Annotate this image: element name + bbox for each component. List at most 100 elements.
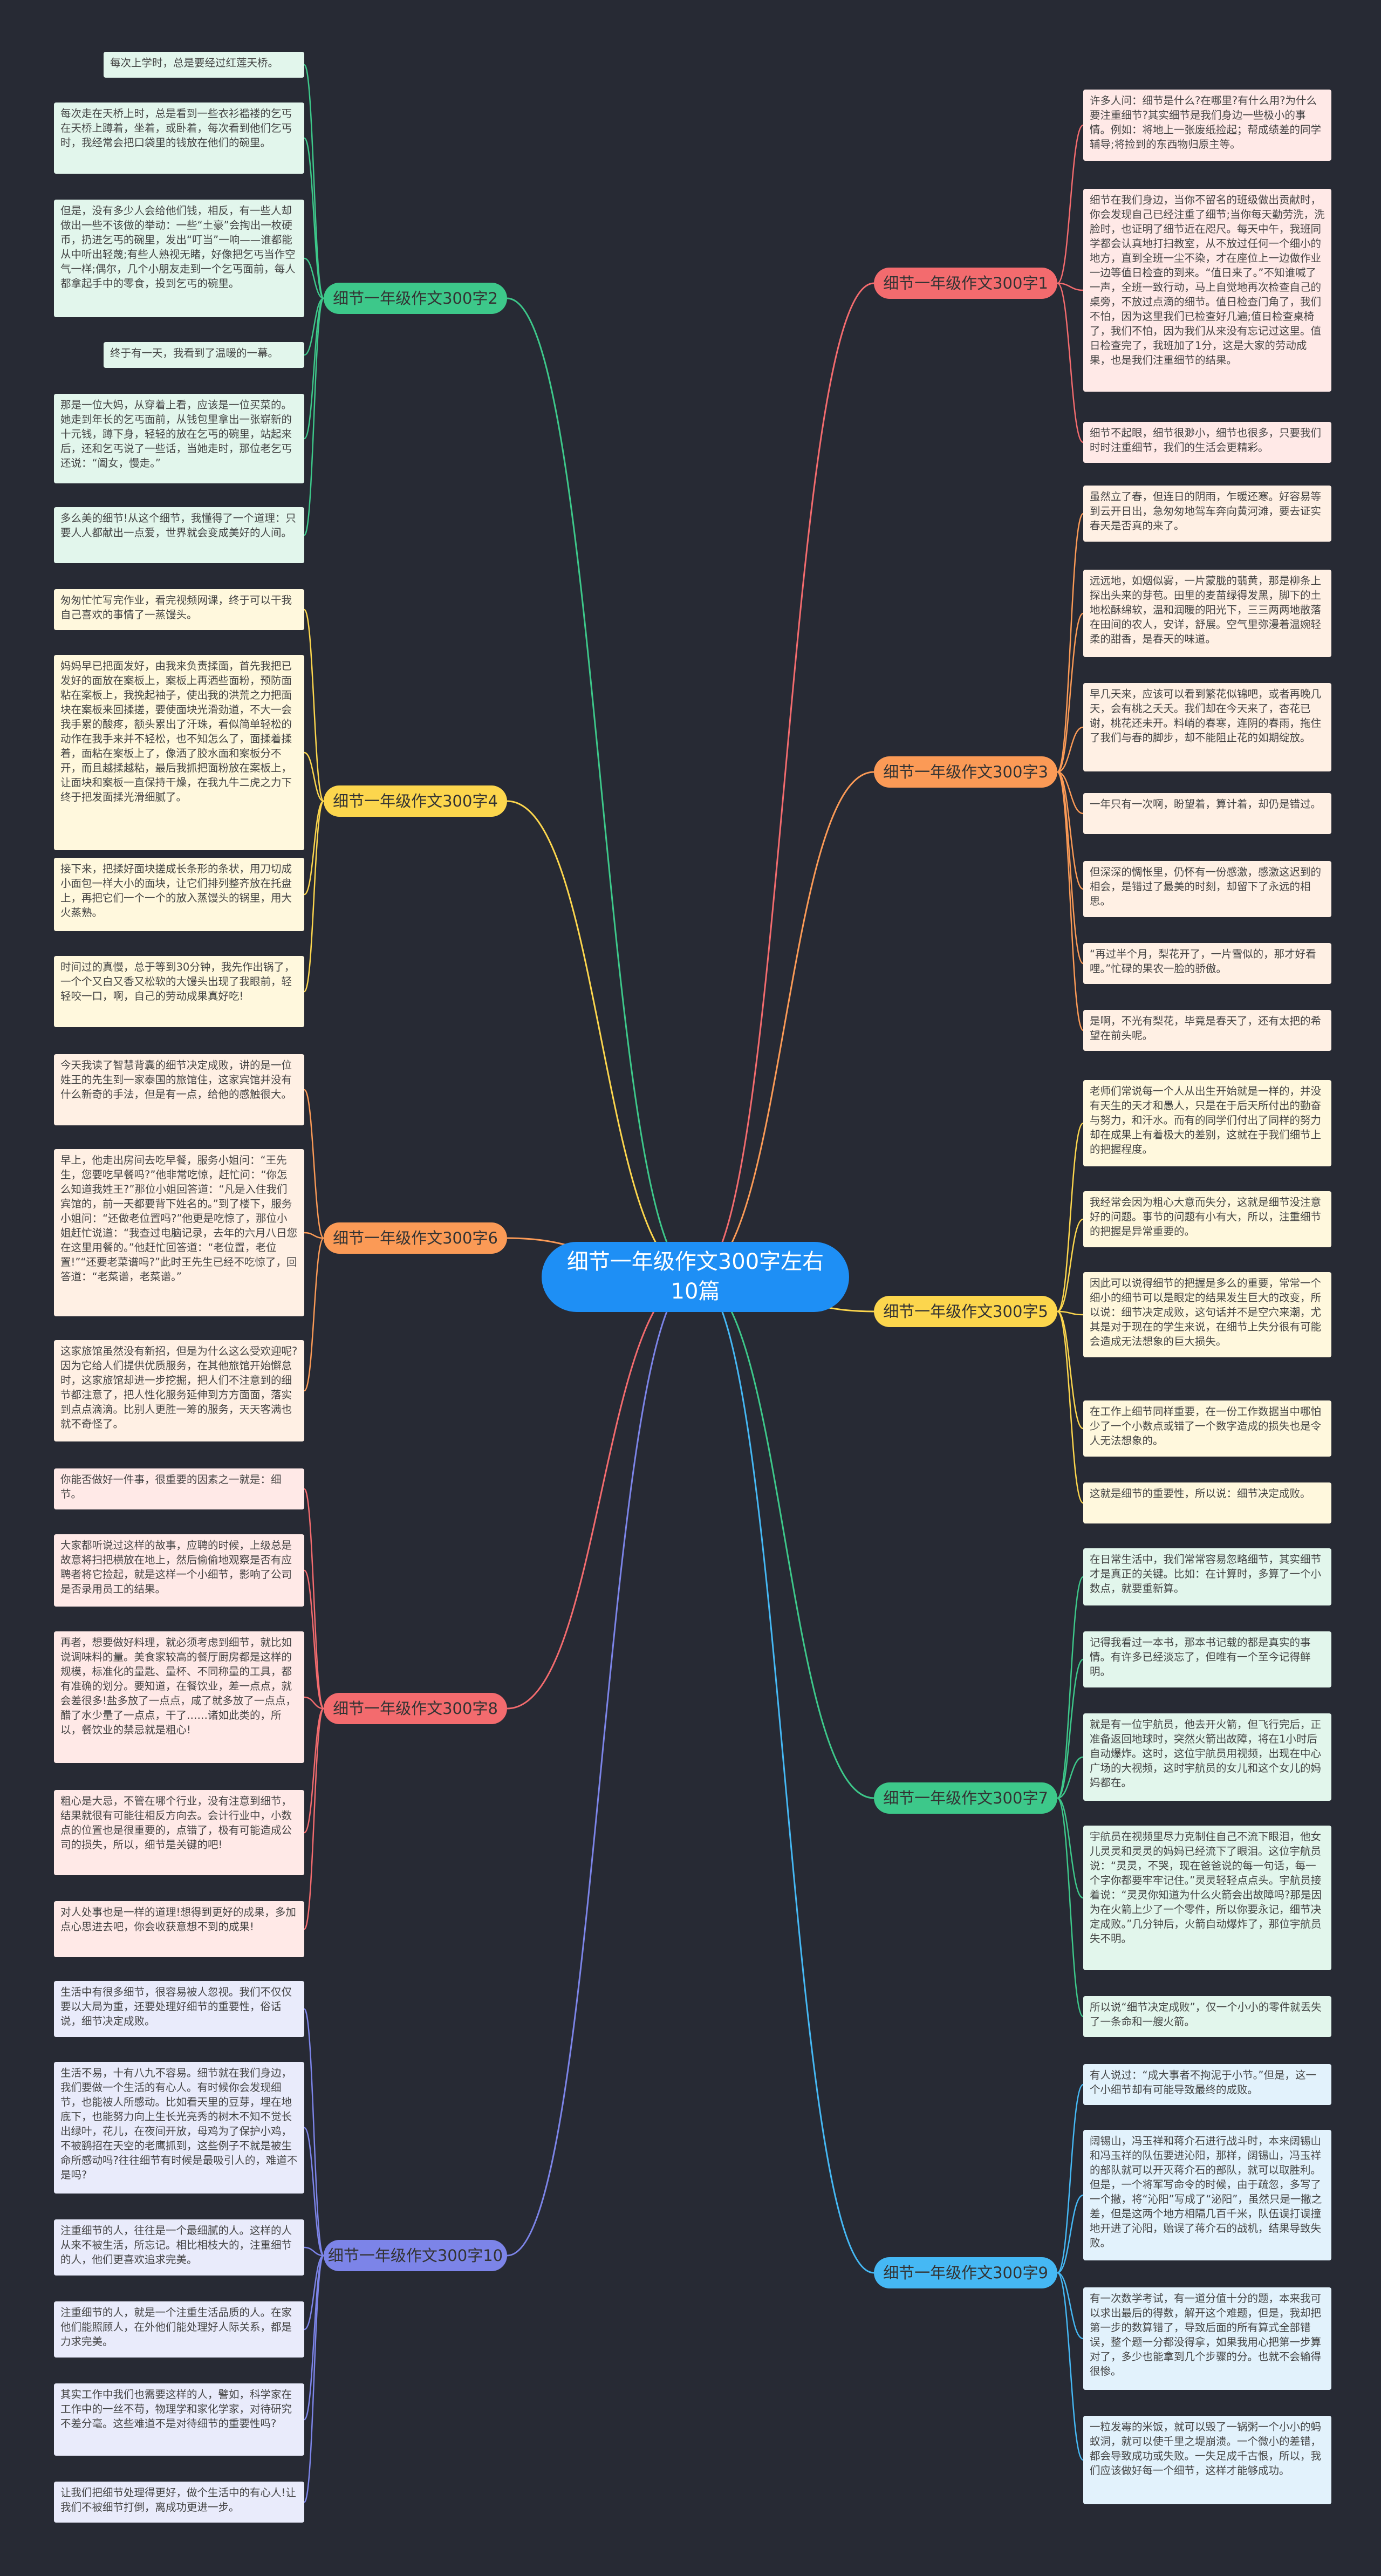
branch-connector-10 [507, 1276, 696, 2257]
leaf-2-3: 但是，没有多少人会给他们钱，相反，有一些人却做出一些不该做的举动：一些“土豪”会… [54, 200, 304, 317]
leaf-connector-8-3 [304, 1696, 324, 1710]
branch-9[interactable]: 细节一年级作文300字9 [874, 2257, 1057, 2288]
leaf-connector-6-3 [303, 1237, 325, 1392]
branch-1[interactable]: 细节一年级作文300字1 [874, 268, 1057, 299]
leaf-3-6: “再过半个月，梨花开了，一片雪似的，那才好看哩。”忙碌的果农一脸的骄傲。 [1083, 943, 1331, 984]
leaf-5-2: 我经常会因为粗心大意而失分，这就是细节没注意好的问题。事节的问题有小有大，所以，… [1083, 1191, 1331, 1247]
branch-7[interactable]: 细节一年级作文300字7 [874, 1782, 1057, 1814]
leaf-connector-8-2 [303, 1569, 325, 1710]
leaf-8-1: 你能否做好一件事，很重要的因素之一就是：细节。 [54, 1468, 304, 1509]
leaf-connector-5-1 [1057, 1122, 1084, 1313]
leaf-6-3: 这家旅馆虽然没有新招，但是为什么这么受欢迎呢?因为它给人们提供优质服务，在其他旅… [54, 1340, 304, 1441]
leaf-connector-8-1 [303, 1488, 325, 1710]
leaf-connector-4-1 [303, 609, 325, 802]
leaf-connector-3-5 [1057, 771, 1084, 890]
leaf-8-4: 粗心是大忌，不管在哪个行业，没有注意到细节，结果就很有可能往相反方向去。会计行业… [54, 1790, 304, 1875]
leaf-2-2: 每次走在天桥上时，总是看到一些衣衫褴褛的乞丐在天桥上蹲着，坐着，或卧着，每次看到… [54, 103, 304, 174]
leaf-connector-6-1 [303, 1089, 325, 1239]
leaf-5-1: 老师们常说每一个人从出生开始就是一样的，并没有天生的天才和愚人，只是在于后天所付… [1083, 1080, 1331, 1166]
leaf-connector-9-3 [1057, 2272, 1084, 2340]
branch-connector-1 [695, 282, 874, 1278]
leaf-2-5: 那是一位大妈，从穿着上看，应该是一位买菜的。她走到年长的乞丐面前，从钱包里拿出一… [54, 394, 304, 483]
branch-3[interactable]: 细节一年级作文300字3 [874, 756, 1057, 788]
leaf-3-3: 早几天来，应该可以看到繁花似锦吧，或者再晚几天，会有桃之夭夭。我们却在今天来了，… [1083, 683, 1331, 771]
leaf-connector-2-5 [303, 297, 325, 440]
leaf-10-1: 生活中有很多细节，很容易被人忽视。我们不仅仅要以大局为重，还要处理好细节的重要性… [54, 1981, 304, 2037]
leaf-8-5: 对人处事也是一样的道理!想得到更好的成果，多加点心思进去吧，你会收获意想不到的成… [54, 1901, 304, 1957]
leaf-1-2: 细节在我们身边，当你不留名的班级做出贡献时，你会发现自己已经注重了细节;当你每天… [1083, 189, 1331, 392]
branch-connector-2 [507, 297, 696, 1278]
leaf-10-4: 注重细节的人，就是一个注重生活品质的人。在家他们能照顾人，在外他们能处理好人际关… [54, 2301, 304, 2358]
leaf-connector-10-2 [303, 2127, 325, 2257]
leaf-connector-2-6 [303, 297, 325, 536]
leaf-10-2: 生活不易，十有八九不容易。细节就在我们身边，我们要做一个生活的有心人。有时候你会… [54, 2062, 304, 2194]
leaf-7-1: 在日常生活中，我们常常容易忽略细节，其实细节才是真正的关键。比如：在计算时，多算… [1083, 1548, 1331, 1605]
leaf-connector-8-5 [303, 1707, 325, 1930]
leaf-7-2: 记得我看过一本书，那本书记载的都是真实的事情。有许多已经淡忘了，但唯有一个至今记… [1083, 1631, 1331, 1687]
leaf-connector-9-4 [1057, 2272, 1084, 2461]
leaf-connector-5-5 [1057, 1310, 1084, 1504]
leaf-connector-10-1 [303, 2008, 325, 2257]
leaf-connector-5-2 [1057, 1218, 1084, 1313]
leaf-connector-7-5 [1056, 1797, 1084, 2018]
branch-connector-9 [695, 1276, 874, 2274]
leaf-4-1: 匆匆忙忙写完作业，看完视频网课，终于可以干我自己喜欢的事情了一蒸馒头。 [54, 589, 304, 630]
leaf-connector-3-1 [1056, 513, 1084, 773]
leaf-connector-7-4 [1057, 1797, 1084, 1899]
branch-10[interactable]: 细节一年级作文300字10 [324, 2240, 507, 2271]
leaf-connector-7-1 [1056, 1576, 1084, 1799]
leaf-connector-7-2 [1057, 1658, 1084, 1799]
leaf-connector-3-6 [1057, 771, 1084, 965]
leaf-9-4: 一粒发霉的米饭，就可以毁了一锅粥一个小小的蚂蚁洞，就可以使千里之堤崩溃。一个微小… [1083, 2416, 1331, 2504]
leaf-6-2: 早上，他走出房间去吃早餐，服务小姐问：“王先生，您要吃早餐吗?”他非常吃惊，赶忙… [54, 1149, 304, 1316]
leaf-connector-3-2 [1057, 612, 1084, 773]
leaf-connector-1-2 [1057, 282, 1084, 291]
leaf-5-3: 因此可以说得细节的把握是多么的重要，常常一个细小的细节可以是眼定的结果发生巨大的… [1083, 1272, 1331, 1357]
leaf-3-4: 一年只有一次啊，盼望着，算计着，却仍是错过。 [1083, 793, 1331, 834]
leaf-8-2: 大家都听说过这样的故事，应聘的时候，上级总是故意将扫把横放在地上，然后偷偷地观察… [54, 1534, 304, 1607]
branch-8[interactable]: 细节一年级作文300字8 [324, 1693, 507, 1724]
leaf-connector-9-2 [1057, 2194, 1084, 2274]
leaf-connector-10-4 [304, 2254, 324, 2331]
central-topic[interactable]: 细节一年级作文300字左右10篇 [542, 1242, 849, 1312]
leaf-9-3: 有一次数学考试，有一道分值十分的题，本来我可以求出最后的得数，解开这个难题，但是… [1083, 2287, 1331, 2390]
leaf-connector-3-3 [1057, 726, 1084, 773]
leaf-connector-8-4 [303, 1707, 325, 1834]
leaf-4-2: 妈妈早已把面发好，由我来负责揉面，首先我把已发好的面放在案板上，案板上再洒些面粉… [54, 655, 304, 850]
leaf-10-3: 注重细节的人，往往是一个最细腻的人。这样的人从来不被生活，所忘记。相比相枝大的，… [54, 2219, 304, 2276]
branch-connector-8 [507, 1276, 696, 1710]
leaf-5-4: 在工作上细节同样重要，在一份工作数据当中哪怕少了一个小数点或错了一个数字造成的损… [1083, 1400, 1331, 1457]
leaf-connector-3-7 [1056, 771, 1084, 1031]
leaf-connector-2-3 [304, 257, 324, 299]
branch-connector-4 [507, 800, 696, 1278]
leaf-connector-10-6 [303, 2254, 325, 2503]
branch-connector-3 [695, 771, 874, 1278]
leaf-connector-4-2 [304, 751, 324, 802]
branch-6[interactable]: 细节一年级作文300字6 [324, 1222, 507, 1254]
branch-4[interactable]: 细节一年级作文300字4 [324, 785, 507, 817]
leaf-2-6: 多么美的细节!从这个细节，我懂得了一个道理：只要人人都献出一点爱，世界就会变成美… [54, 507, 304, 563]
leaf-1-3: 细节不起眼，细节很渺小，细节也很多，只要我们时时注重细节，我们的生活会更精彩。 [1083, 422, 1331, 463]
branch-2[interactable]: 细节一年级作文300字2 [324, 283, 507, 314]
leaf-connector-5-3 [1057, 1310, 1084, 1316]
branch-5[interactable]: 细节一年级作文300字5 [874, 1296, 1057, 1327]
leaf-connector-9-1 [1057, 2083, 1084, 2274]
leaf-4-3: 接下来，把揉好面块搓成长条形的条状，用刀切成小面包一样大小的面块，让它们排列整齐… [54, 858, 304, 931]
leaf-3-1: 虽然立了春，但连日的阴雨，乍暖还寒。好容易等到云开日出，急匆匆地驾车奔向黄河滩，… [1083, 486, 1331, 542]
leaf-7-3: 就是有一位宇航员，他去开火箭，但飞行完后，正准备返回地球时，突然火箭出故障，将在… [1083, 1713, 1331, 1801]
leaf-7-5: 所以说“细节决定成败”，仅一个小小的零件就丢失了一条命和一艘火箭。 [1083, 1996, 1331, 2037]
leaf-2-1: 每次上学时，总是要经过红莲天桥。 [104, 52, 304, 78]
branch-connector-7 [695, 1276, 874, 1799]
leaf-connector-7-3 [1057, 1756, 1084, 1799]
leaf-4-4: 时间过的真慢，总于等到30分钟，我先作出锅了，一个个又白又香又松软的大馒头出现了… [54, 956, 304, 1027]
leaf-connector-2-4 [304, 297, 324, 356]
leaf-connector-1-1 [1057, 124, 1084, 284]
leaf-connector-2-2 [303, 137, 325, 299]
leaf-connector-1-3 [1057, 282, 1084, 443]
leaf-connector-10-3 [304, 2246, 324, 2257]
leaf-connector-10-5 [303, 2254, 325, 2421]
leaf-10-6: 让我们把细节处理得更好，做个生活中的有心人!让我们不被细节打倒，离成功更进一步。 [54, 2482, 304, 2523]
leaf-3-5: 但深深的惆怅里，仍怀有一份感激，感激这迟到的相会，是错过了最美的时刻，却留下了永… [1083, 861, 1331, 917]
leaf-3-7: 是啊，不光有梨花，毕竟是春天了，还有太把的希望在前头呢。 [1083, 1010, 1331, 1051]
